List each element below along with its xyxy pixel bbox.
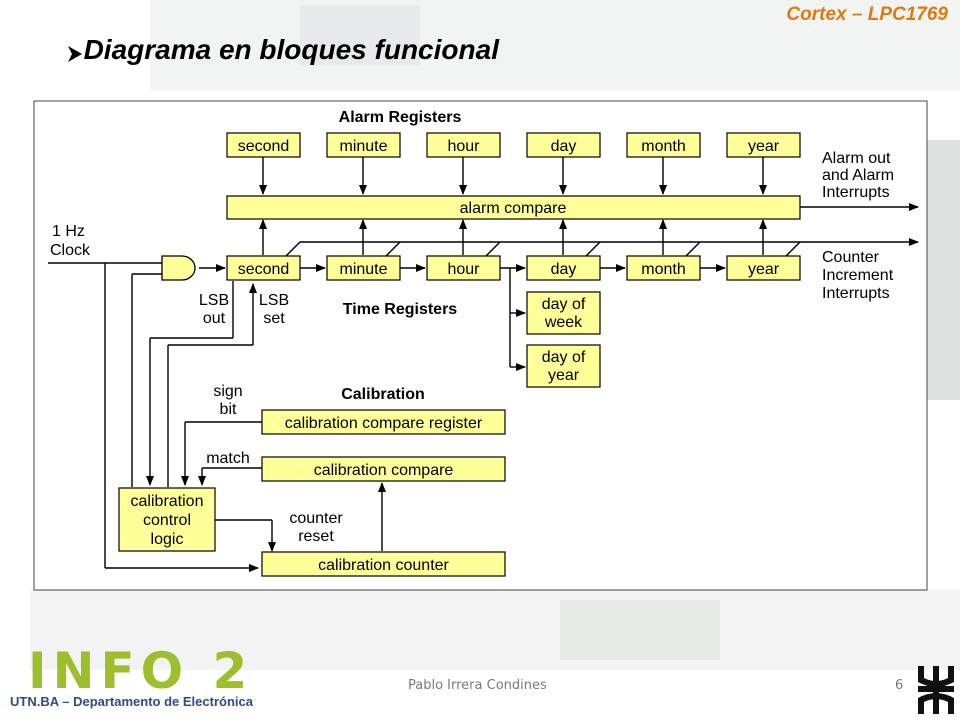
lsb-out-line-1: LSB bbox=[199, 292, 229, 309]
time-register-month: month bbox=[626, 255, 701, 281]
counter-out-line-1: Counter bbox=[822, 249, 880, 266]
alarm-year-label: year bbox=[748, 138, 780, 155]
day-of-year-line-1: day of bbox=[542, 349, 586, 366]
header-title: Cortex – LPC1769 bbox=[786, 4, 948, 25]
info2-logo-text: INFO 2 bbox=[28, 642, 253, 700]
time-register-hour: hour bbox=[426, 255, 501, 281]
alarm-register-second: second bbox=[226, 132, 301, 158]
calibration-counter-block: calibration counter bbox=[261, 551, 506, 577]
time-month-label: month bbox=[641, 261, 685, 278]
utn-logo-icon bbox=[918, 666, 954, 714]
day-of-year-block: day of year bbox=[526, 344, 601, 388]
calibration-control-logic-block: calibration control logic bbox=[118, 487, 216, 552]
alarm-out-line-1: Alarm out bbox=[822, 150, 891, 167]
day-of-week-block: day of week bbox=[526, 291, 601, 335]
alarm-compare-block: alarm compare bbox=[226, 195, 801, 220]
time-minute-label: minute bbox=[339, 261, 387, 278]
sign-bit-line-1: sign bbox=[213, 383, 242, 400]
lsb-set-line-2: set bbox=[263, 310, 285, 327]
counter-reset-line-1: counter bbox=[289, 510, 343, 527]
counter-out-line-3: Interrupts bbox=[822, 285, 890, 302]
slide-title: Diagrama en bloques funcional bbox=[68, 34, 499, 66]
arrow-bullet-icon bbox=[68, 46, 82, 62]
alarm-register-year: year bbox=[726, 132, 801, 158]
time-hour-label: hour bbox=[447, 261, 480, 278]
lsb-set-line-1: LSB bbox=[259, 292, 289, 309]
cal-compare-label: calibration compare bbox=[314, 462, 454, 479]
alarm-register-hour: hour bbox=[426, 132, 501, 158]
counter-out-line-2: Increment bbox=[822, 267, 894, 284]
time-register-year: year bbox=[726, 255, 801, 281]
clock-label-line-2: Clock bbox=[50, 242, 91, 259]
cal-control-line-3: logic bbox=[151, 531, 184, 548]
alarm-hour-label: hour bbox=[447, 138, 480, 155]
alarm-out-line-2: and Alarm bbox=[822, 167, 894, 184]
clock-label-line-1: 1 Hz bbox=[52, 223, 85, 240]
day-of-year-line-2: year bbox=[548, 367, 580, 384]
cal-control-line-2: control bbox=[143, 512, 191, 529]
lsb-out-line-2: out bbox=[203, 310, 226, 327]
time-registers-title: Time Registers bbox=[343, 301, 458, 318]
cal-compare-register-label: calibration compare register bbox=[285, 415, 483, 432]
counter-reset-line-2: reset bbox=[298, 528, 334, 545]
alarm-minute-label: minute bbox=[339, 138, 387, 155]
cal-control-line-1: calibration bbox=[131, 493, 204, 510]
time-register-day: day bbox=[526, 255, 601, 281]
calibration-compare-block: calibration compare bbox=[261, 456, 506, 482]
alarm-out-line-3: Interrupts bbox=[822, 184, 890, 201]
slide-title-text: Diagrama en bloques funcional bbox=[83, 34, 499, 65]
match-label: match bbox=[206, 450, 250, 467]
department-label: UTN.BA – Departamento de Electrónica bbox=[10, 694, 253, 709]
alarm-register-day: day bbox=[526, 132, 601, 158]
time-day-label: day bbox=[551, 261, 577, 278]
alarm-month-label: month bbox=[641, 138, 685, 155]
info2-logo: INFO 2 bbox=[28, 642, 253, 700]
sign-bit-line-2: bit bbox=[220, 401, 237, 418]
calibration-compare-register-block: calibration compare register bbox=[261, 409, 506, 435]
and-gate-icon bbox=[161, 255, 196, 281]
alarm-second-label: second bbox=[238, 138, 290, 155]
time-register-second: second bbox=[226, 255, 301, 281]
calibration-title: Calibration bbox=[341, 386, 425, 403]
alarm-compare-label: alarm compare bbox=[460, 200, 567, 217]
alarm-register-minute: minute bbox=[326, 132, 401, 158]
cal-counter-label: calibration counter bbox=[318, 557, 449, 574]
alarm-registers-title: Alarm Registers bbox=[339, 109, 462, 126]
alarm-register-month: month bbox=[626, 132, 701, 158]
alarm-day-label: day bbox=[551, 138, 577, 155]
day-of-week-line-2: week bbox=[544, 314, 583, 331]
time-year-label: year bbox=[748, 261, 780, 278]
page-number: 6 bbox=[895, 678, 904, 693]
time-register-minute: minute bbox=[326, 255, 401, 281]
day-of-week-line-1: day of bbox=[542, 296, 586, 313]
footer-author: Pablo Irrera Condines bbox=[408, 678, 547, 693]
time-second-label: second bbox=[238, 261, 290, 278]
